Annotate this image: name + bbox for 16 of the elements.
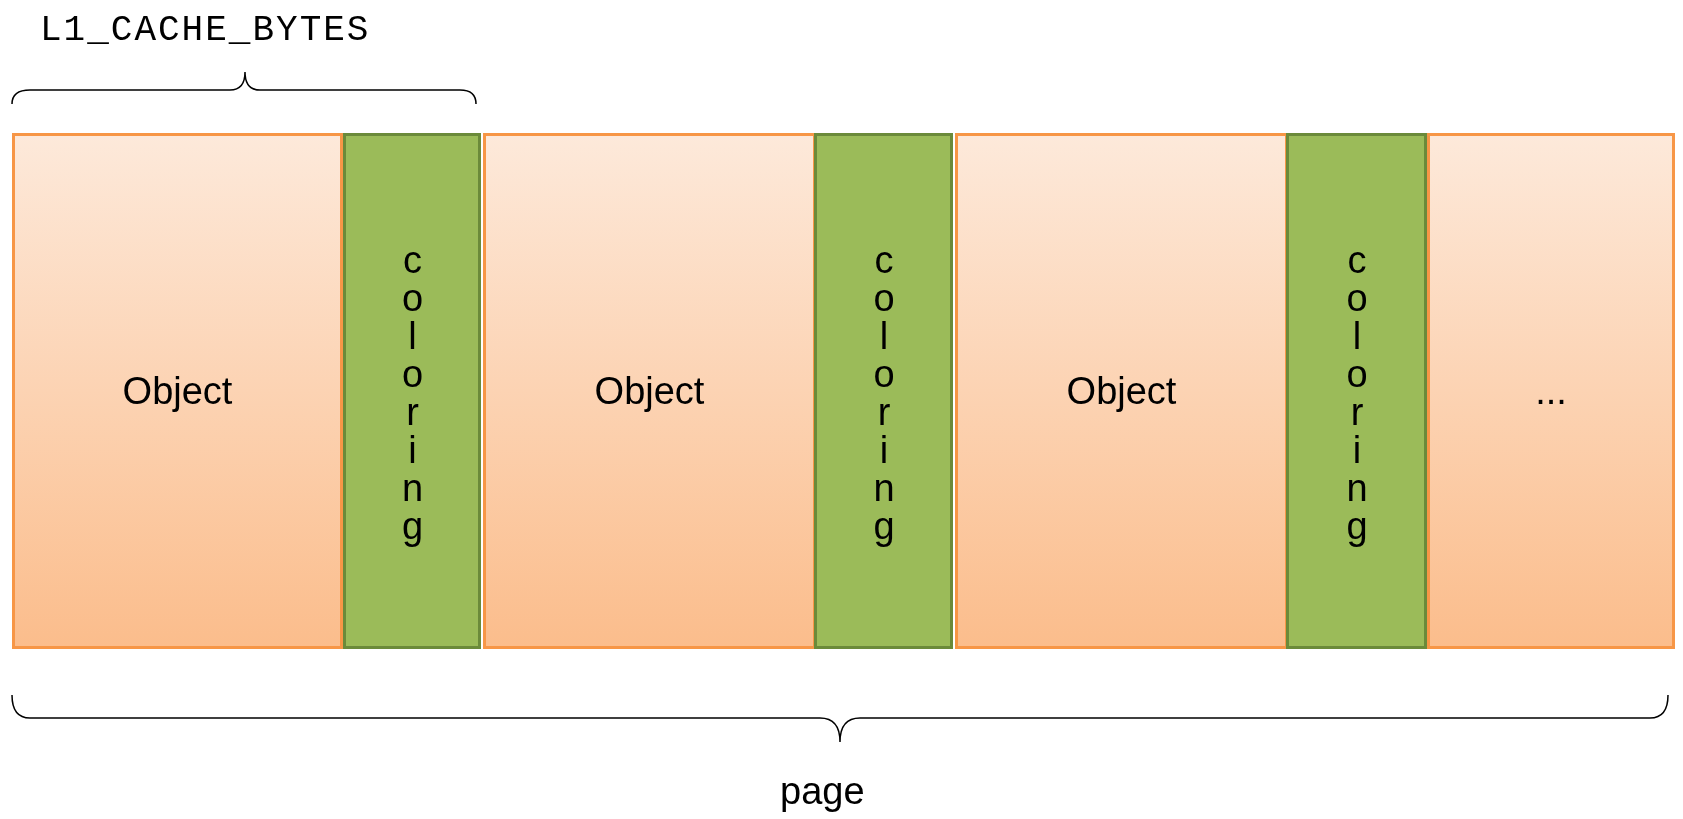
- memory-block: [12, 133, 343, 649]
- block-label: ...: [1535, 369, 1567, 413]
- dimension-label: L1_CACHE_BYTES: [40, 10, 371, 51]
- memory-block: [483, 133, 816, 649]
- block-label: Object: [122, 369, 233, 413]
- block-label: coloring: [862, 239, 905, 543]
- coloring-block: [343, 133, 481, 649]
- block-label: Object: [1066, 369, 1177, 413]
- block-label: Object: [594, 369, 705, 413]
- coloring-block: [814, 133, 953, 649]
- block-label: coloring: [390, 239, 434, 543]
- memory-block: [1427, 133, 1675, 649]
- block-label: coloring: [1335, 239, 1378, 543]
- page-label: page: [780, 770, 865, 813]
- coloring-block: [1286, 133, 1427, 649]
- memory-block: [955, 133, 1288, 649]
